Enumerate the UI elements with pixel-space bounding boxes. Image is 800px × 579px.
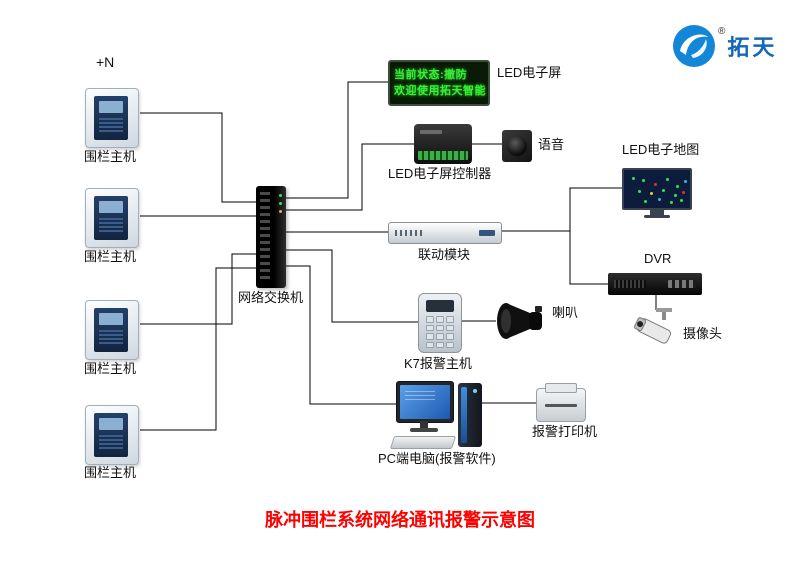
linkage-module-device [388, 222, 502, 244]
fence-host-screen [94, 96, 128, 140]
led-map-label: LED电子地图 [622, 142, 700, 157]
fence-host-screen [94, 196, 128, 240]
printer-label: 报警打印机 [532, 424, 598, 439]
voice-label: 语音 [538, 137, 565, 152]
k7-alarm-host-device [418, 293, 462, 353]
led-screen-label: LED电子屏 [497, 65, 562, 80]
pc-tower [458, 383, 482, 447]
dvr-label: DVR [644, 251, 672, 266]
line-linkage-ledmap [500, 187, 622, 232]
voice-speaker-device [502, 130, 532, 162]
led-controller-label: LED电子屏控制器 [388, 166, 492, 181]
led-screen-text-line2: 欢迎使用拓天智能 [394, 84, 486, 97]
led-map-dots [632, 177, 635, 180]
dvr-device [608, 273, 702, 295]
fence-host-label: 围栏主机 [84, 361, 137, 376]
fence-host-device [85, 405, 139, 465]
led-map-stand [650, 210, 664, 215]
k7-keypad [426, 316, 454, 348]
registered-mark: ® [718, 26, 726, 37]
fence-host-device [85, 188, 139, 248]
horn-label: 喇叭 [552, 305, 579, 320]
pc-monitor-stand [420, 421, 428, 428]
led-screen-device: 当前状态:撤防 欢迎使用拓天智能 [388, 60, 490, 106]
fence-host-screen [94, 308, 128, 352]
pc-keyboard [389, 436, 457, 449]
brand-logo: ® 拓天 [672, 24, 777, 68]
diagram-title: 脉冲围栏系统网络通讯报警示意图 [265, 510, 535, 530]
camera-device [634, 308, 672, 344]
linkage-label: 联动模块 [418, 247, 471, 262]
pc-label: PC端电脑(报警软件) [378, 451, 496, 466]
pc-monitor [396, 381, 454, 423]
pc-monitor-base [410, 428, 438, 432]
camera-label: 摄像头 [683, 326, 723, 341]
k7-label: K7报警主机 [404, 356, 472, 371]
k7-screen [426, 300, 454, 312]
network-switch-device [256, 186, 286, 288]
network-switch-label: 网络交换机 [238, 290, 304, 305]
line-switch-pc [286, 265, 396, 405]
line-switch-k7 [286, 249, 418, 323]
fence-host-screen [94, 413, 128, 457]
fence-host-label: 围栏主机 [84, 249, 137, 264]
led-map-device [622, 168, 692, 210]
line-junction-dvr [569, 231, 608, 285]
note-plus-n: +N [96, 54, 115, 70]
brand-name: 拓天 [727, 35, 778, 60]
fence-host-label: 围栏主机 [84, 149, 137, 164]
horn-speaker-device [497, 303, 542, 339]
led-controller-device [414, 124, 472, 164]
fence-host-device [85, 88, 139, 148]
led-screen-text-line1: 当前状态:撤防 [394, 68, 468, 81]
alarm-printer-device [536, 383, 586, 422]
line-host3-switch [140, 253, 256, 325]
line-switch-ledscreen [286, 81, 388, 199]
fence-host-device [85, 300, 139, 360]
logo-icon [673, 25, 715, 67]
led-map-base [644, 215, 670, 218]
fence-host-label: 围栏主机 [84, 465, 137, 480]
line-host1-switch [140, 112, 256, 203]
